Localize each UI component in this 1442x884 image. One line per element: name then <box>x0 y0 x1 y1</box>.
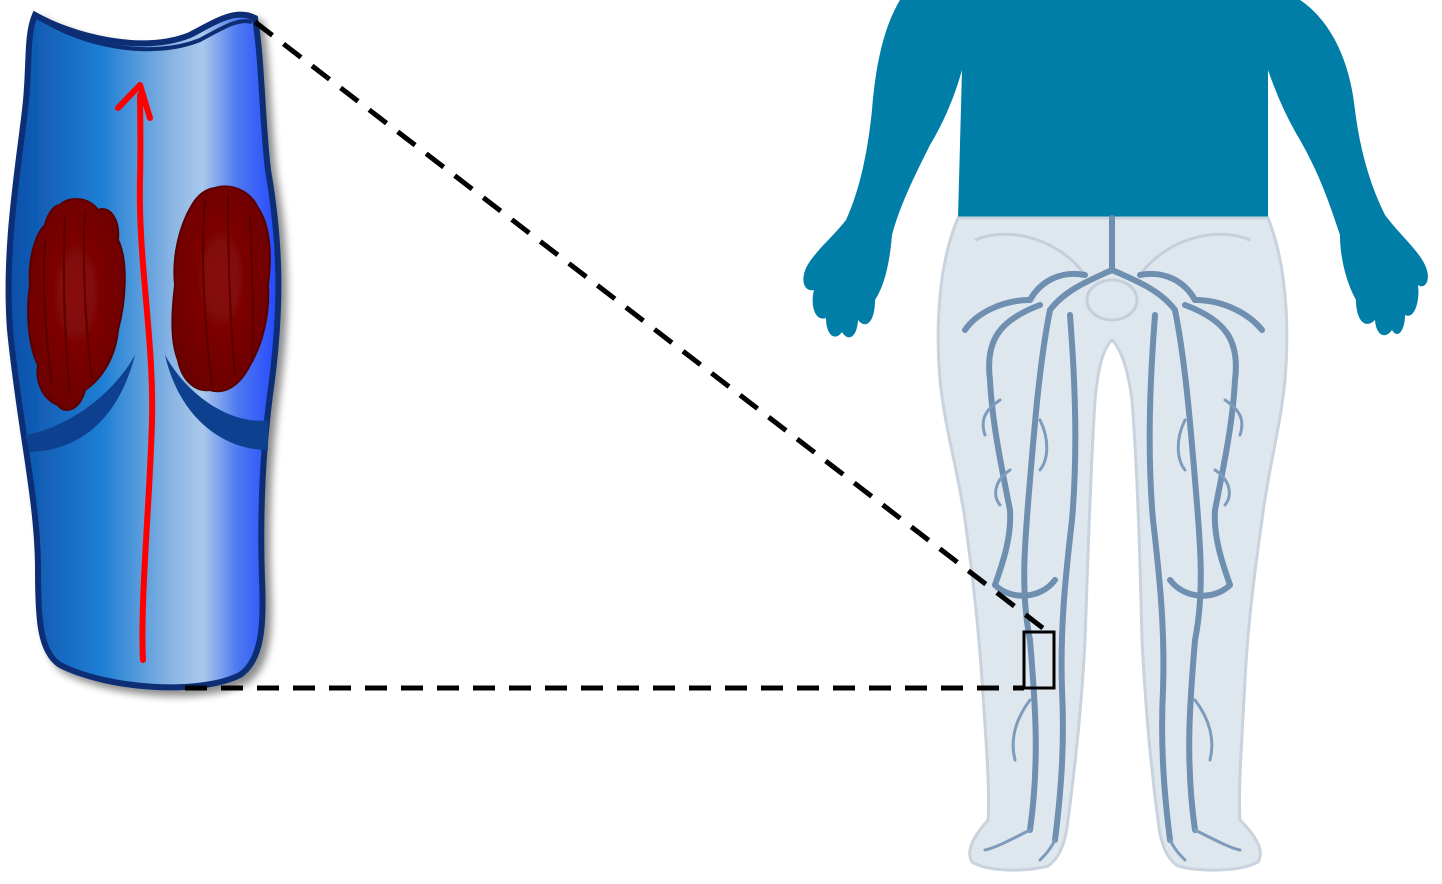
body-legs <box>938 218 1287 870</box>
human-figure-icon <box>803 0 1428 870</box>
vein-with-valves-icon <box>9 15 279 688</box>
